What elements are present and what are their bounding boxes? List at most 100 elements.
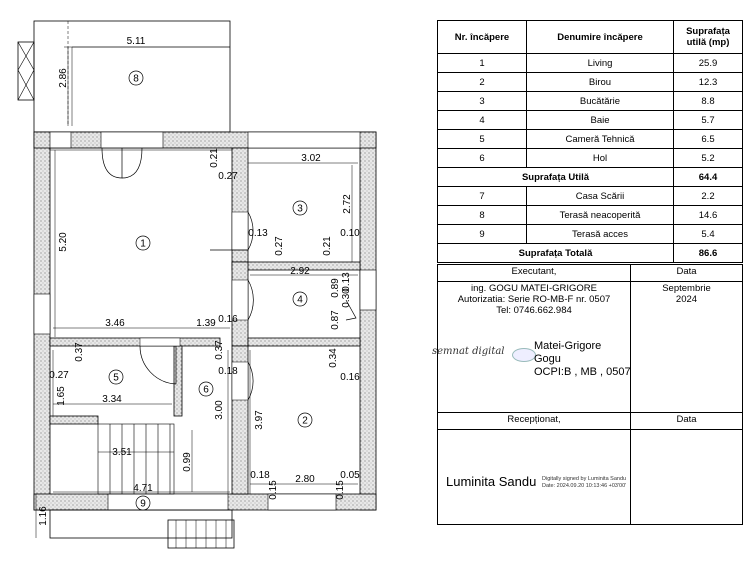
table-row: 7 Casa Scării 2.2 [437,186,743,206]
svg-text:1: 1 [140,239,146,250]
useful-total-row: Suprafața Utilă 64.4 [437,167,743,187]
room-name: Birou [526,72,674,92]
digital-sign-logo [512,348,536,362]
room-number: 7 [437,186,527,206]
data-label: Data [630,264,743,282]
dim-living-height: 5.20 [58,232,69,252]
dim-037b: 0.37 [214,340,225,360]
dim-018b: 0.18 [250,470,270,481]
signature-table: Executant, Data ing. GOGU MATEI-GRIGORE … [437,264,743,525]
digital-sign-text: semnat digital [432,346,505,357]
dim-027b: 0.27 [274,236,285,256]
grand-total-label: Suprafața Totală [437,243,674,263]
dim-034: 0.34 [328,348,339,368]
receiver-date-cell [630,429,743,525]
grand-total-row: Suprafața Totală 86.6 [437,243,743,263]
dim-021: 0.21 [209,148,220,168]
column-header: Denumire încăpere [526,20,674,54]
table-row: 9 Terasă acces 5.4 [437,224,743,244]
dim-r3-width: 3.02 [301,153,321,164]
executant-cell: ing. GOGU MATEI-GRIGORE Autorizatia: Ser… [437,281,631,413]
dim-r5-height: 1.65 [56,386,67,406]
room-label-4: 4 [292,291,308,307]
dim-r2-height: 3.97 [254,410,265,430]
table-row: 6 Hol 5.2 [437,148,743,168]
room-name: Casa Scării [526,186,674,206]
room-number: 9 [437,224,527,244]
room-area: 8.8 [673,91,743,111]
room-area: 25.9 [673,53,743,73]
terrace-9 [49,509,235,549]
dimension-texts: 5.11 2.86 0.21 0.27 3.02 2.72 0.13 0.27 … [38,36,360,526]
table-row: 8 Terasă neacoperită 14.6 [437,205,743,225]
svg-text:2: 2 [302,416,308,427]
dim-living-width: 3.46 [105,318,125,329]
room-label-2: 2 [297,412,313,428]
room-area: 5.2 [673,148,743,168]
executant-date-month: Septembrie [662,283,711,294]
dim-005: 0.05 [340,470,360,481]
dim-016b: 0.16 [340,372,360,383]
digital-name-line-1: Matei-Grigore [534,340,602,352]
room-area: 5.7 [673,110,743,130]
executant-label: Executant, [437,264,631,282]
room-area: 5.4 [673,224,743,244]
room-name: Living [526,53,674,73]
useful-total-label: Suprafața Utilă [437,167,674,187]
room-name: Terasă neacoperită [526,205,674,225]
room-number: 3 [437,91,527,111]
room-name: Hol [526,148,674,168]
useful-total-value: 64.4 [673,167,743,187]
room-name: Baie [526,110,674,130]
dim-r5-width: 3.34 [102,394,122,405]
dim-018a: 0.18 [218,366,238,377]
svg-text:6: 6 [203,385,209,396]
executant-date-year: 2024 [675,294,698,305]
room-label-5: 5 [108,369,124,385]
room-number: 2 [437,72,527,92]
dim-030: 0.30 [341,288,352,308]
executant-line-2: Autorizatia: Serie RO-MB-F nr. 0507 [457,294,611,305]
dim-013: 0.13 [248,228,268,239]
dim-139: 1.39 [196,318,216,329]
room-area: 6.5 [673,129,743,149]
interior-walls [49,147,361,495]
receiver-digital-line-1: Digitally signed by Luminita Sandu [542,476,627,482]
column-header: Nr. încăpere [437,20,527,54]
grand-total-value: 86.6 [673,243,743,263]
receiver-cell [437,429,631,525]
dimension-lines [35,46,358,538]
room-label-3: 3 [292,200,308,216]
staircase [97,423,175,495]
svg-text:4: 4 [297,295,303,306]
room-area: 12.3 [673,72,743,92]
room-label-8: 8 [128,70,144,86]
door-swings [101,147,357,401]
room-number: 6 [437,148,527,168]
dim-terrace-depth: 2.86 [58,68,69,88]
table-row: 2 Birou 12.3 [437,72,743,92]
room-name: Cameră Tehnică [526,129,674,149]
executant-line-1: ing. GOGU MATEI-GRIGORE [471,283,597,294]
dim-089: 0.89 [330,278,341,298]
room-area: 2.2 [673,186,743,206]
room-number: 8 [437,205,527,225]
digital-name-block: Matei-Grigore Gogu OCPI:B , MB , 0507 [534,340,631,379]
dim-r4-width: 2.92 [290,266,310,277]
floor-plan: 8 1 3 4 5 6 2 9 5.11 2.86 0.21 0.27 3.02… [17,20,377,549]
room-number: 5 [437,129,527,149]
room-number: 4 [437,110,527,130]
digital-name-line-2: Gogu [534,353,561,365]
dim-hall-height: 3.00 [214,400,225,420]
svg-text:9: 9 [140,499,146,510]
room-label-9: 9 [135,495,151,511]
executant-line-3: Tel: 0746.662.984 [496,305,572,316]
areas-table: Nr. încăpere Denumire încăpere Suprafața… [437,20,743,263]
table-row: 5 Cameră Tehnică 6.5 [437,129,743,149]
svg-text:3: 3 [297,204,303,215]
dim-099: 0.99 [182,452,193,472]
dim-016a: 0.16 [218,314,238,325]
table-row: 3 Bucătărie 8.8 [437,91,743,111]
digital-name-line-3: OCPI:B , MB , 0507 [534,366,631,378]
room-name: Bucătărie [526,91,674,111]
